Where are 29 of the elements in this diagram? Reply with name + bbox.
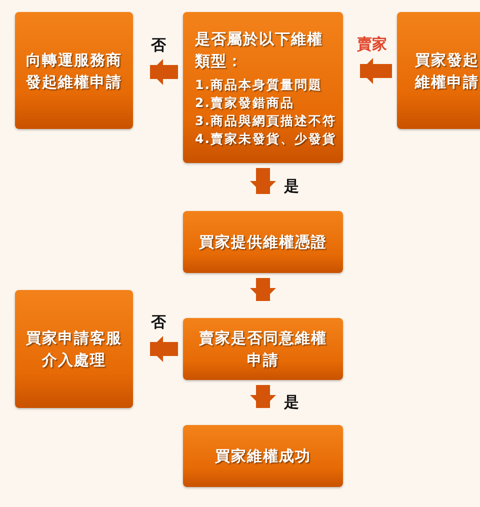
edge-label: 否 [150,36,167,54]
edge-label: 賣家 [356,35,388,53]
node-text: 買家申請客服介入處理 [26,328,122,371]
block-arrow [250,168,276,194]
node-text: 賣家是否同意維權申請 [198,328,328,371]
node-text: 是否屬於以下維權類型： [195,28,324,72]
process-box [15,290,133,408]
process-box [183,211,343,273]
edge-label: 否 [150,313,167,331]
process-box [397,12,480,129]
node-text: 向轉運服務商發起維權申請 [26,50,122,92]
list-item: 1.商品本身質量問題 [195,76,322,94]
list-item: 3.商品與網頁描述不符 [195,112,336,130]
process-box [183,318,343,380]
list-item: 2.賣家發錯商品 [195,94,294,112]
block-arrow [360,58,392,84]
block-arrow [150,59,178,85]
node-text: 買家發起維權申請 [414,50,480,92]
list-item: 4.賣家未發貨、少發貨 [195,130,336,148]
node-text: 買家提供維權憑證 [198,232,328,253]
process-box [15,12,133,129]
edge-label: 是 [283,392,300,410]
block-arrow [150,336,178,362]
node-text: 買家維權成功 [214,446,312,467]
block-arrow [250,385,276,408]
decision-box [183,12,343,163]
edge-label: 是 [283,177,300,195]
block-arrow [250,278,276,301]
process-box [183,425,343,487]
